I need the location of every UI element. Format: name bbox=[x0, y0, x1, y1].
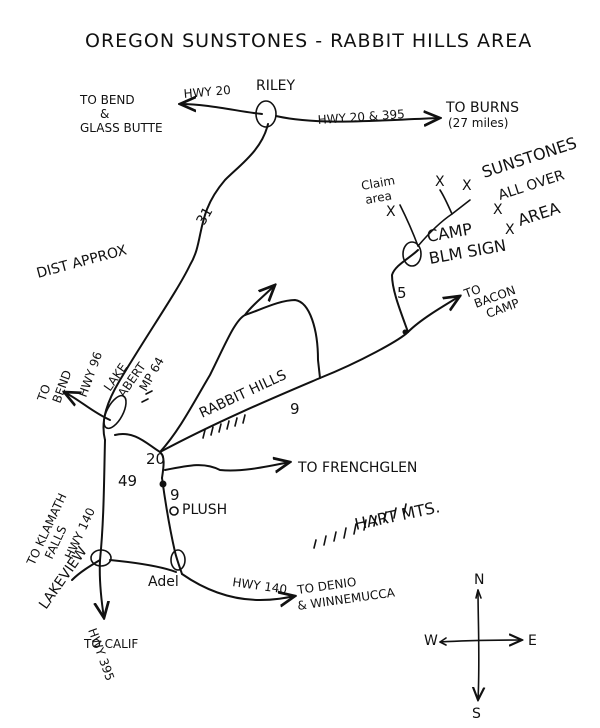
label-area: area bbox=[364, 189, 393, 207]
dest-burns-1: TO BURNS bbox=[445, 100, 519, 116]
dest-bend-3: GLASS BUTTE bbox=[80, 121, 163, 135]
road-plush-adel bbox=[161, 477, 183, 575]
label-sunstones-3: AREA bbox=[515, 198, 562, 229]
junction-dot bbox=[402, 329, 408, 335]
road-label-hwy395-2: TO CALIF bbox=[83, 637, 138, 651]
junction-dot bbox=[159, 480, 167, 488]
compass-s: S bbox=[472, 706, 481, 722]
x-mark: X bbox=[435, 174, 445, 190]
compass-rose: N S E W bbox=[424, 572, 537, 722]
road-label-hwy20-west: HWY 20 bbox=[183, 83, 231, 101]
distance-20: 20 bbox=[146, 450, 165, 468]
map-title: OREGON SUNSTONES - RABBIT HILLS AREA bbox=[85, 30, 532, 52]
label-hart-mts: HART MTS. bbox=[353, 497, 442, 534]
distance-49: 49 bbox=[118, 472, 137, 490]
compass-e: E bbox=[528, 633, 537, 649]
road-label-hwy395-1: HWY 395 bbox=[85, 626, 117, 682]
trail-claim-3 bbox=[439, 189, 453, 215]
road-rabbit-hills-loop bbox=[159, 299, 321, 453]
road-to-camp bbox=[391, 249, 419, 333]
lakeview-marker bbox=[90, 549, 112, 567]
dist-note: DIST APPROX bbox=[35, 242, 129, 282]
compass-w: W bbox=[424, 633, 438, 649]
label-plush: PLUSH bbox=[182, 502, 227, 518]
road-label-hwy140-east: HWY 140 bbox=[232, 575, 288, 597]
riley-marker bbox=[255, 100, 277, 128]
dest-bend-2: & bbox=[100, 107, 109, 121]
distance-9-plush: 9 bbox=[170, 486, 180, 504]
road-label-hwy31: 31 bbox=[194, 205, 217, 228]
dest-bend-96-1: TO bbox=[34, 382, 53, 403]
road-hwy140-west bbox=[109, 559, 177, 573]
road-hwy96 bbox=[64, 392, 111, 421]
camp-marker bbox=[402, 241, 422, 267]
adel-marker bbox=[170, 549, 186, 571]
place-riley: RILEY bbox=[256, 78, 296, 94]
x-mark: X bbox=[462, 178, 472, 194]
compass-n: N bbox=[474, 572, 484, 588]
dest-bend-96-2: BEND bbox=[50, 368, 75, 405]
x-mark: X bbox=[386, 204, 396, 220]
dest-burns-2: (27 miles) bbox=[448, 116, 508, 130]
road-hwy140-east bbox=[181, 573, 295, 600]
label-sunstones-1: SUNSTONES bbox=[479, 133, 579, 182]
dest-bend-1: TO BEND bbox=[79, 93, 135, 107]
plush-marker bbox=[169, 506, 179, 516]
hart-mts-ticks bbox=[313, 503, 407, 549]
dest-bacon-1: TO bbox=[461, 282, 482, 301]
x-mark: X bbox=[493, 202, 503, 218]
trail-claim-2 bbox=[399, 204, 419, 247]
road-to-frenchglen bbox=[164, 462, 290, 471]
road-rabbit-hills bbox=[159, 331, 409, 453]
road-hwy31 bbox=[102, 123, 269, 441]
road-hwy20-west bbox=[180, 104, 263, 115]
dest-frenchglen: TO FRENCHGLEN bbox=[297, 460, 417, 476]
label-adel: Adel bbox=[148, 574, 179, 590]
label-claim: Claim bbox=[360, 173, 396, 193]
lake-abert-outline bbox=[103, 394, 127, 430]
road-north-spur bbox=[244, 285, 275, 316]
compass-ns-line bbox=[478, 589, 479, 700]
mp64-ticks bbox=[141, 390, 153, 403]
road-hwy395-south bbox=[100, 439, 105, 618]
distance-5: 5 bbox=[397, 284, 407, 302]
compass-north-arrow bbox=[475, 589, 482, 599]
road-to-klamath bbox=[71, 559, 101, 581]
road-to-bacon-camp bbox=[407, 296, 460, 333]
road-label-hwy20-395: HWY 20 & 395 bbox=[317, 107, 405, 127]
road-label-hwy96: HWY 96 bbox=[76, 350, 105, 399]
rabbit-hills-ticks bbox=[202, 414, 246, 439]
road-hwy20-395-east bbox=[275, 116, 440, 122]
x-mark: X bbox=[505, 222, 515, 238]
compass-west-arrow bbox=[439, 637, 447, 646]
distance-9-rabbit: 9 bbox=[290, 400, 300, 418]
compass-ew-line bbox=[439, 640, 522, 642]
